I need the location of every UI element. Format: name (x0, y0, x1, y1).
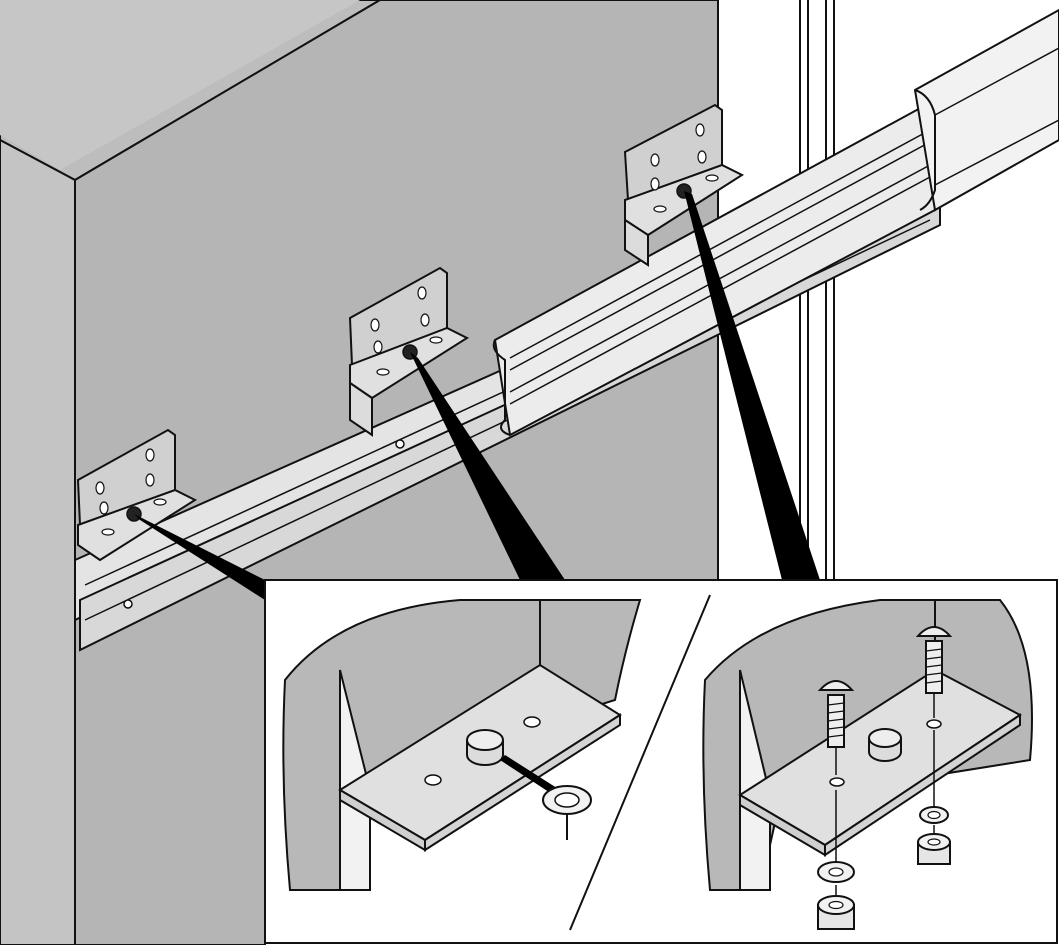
bracket-left (76, 428, 198, 562)
nut-right (917, 825, 951, 865)
detail-a (282, 599, 642, 891)
callout-pointers (134, 191, 820, 600)
push-nut-washer-a (542, 785, 592, 840)
bracket-middle (348, 266, 470, 437)
inset-divider (569, 594, 711, 931)
push-pin-b (868, 728, 902, 762)
washer-right (919, 730, 949, 824)
nut-left (817, 885, 855, 930)
screw-right (915, 626, 953, 718)
extension-rail (913, 8, 1059, 212)
detail-inset (264, 579, 1058, 944)
callout-middle (410, 352, 565, 580)
push-pin-a (466, 729, 504, 766)
washer-left (817, 790, 855, 883)
callout-right (684, 191, 820, 580)
callout-left (134, 514, 265, 600)
screw-left (817, 680, 855, 775)
cabinet-left-face (0, 138, 76, 945)
detail-b (702, 599, 1033, 930)
cabinet-top-edge (0, 0, 360, 170)
